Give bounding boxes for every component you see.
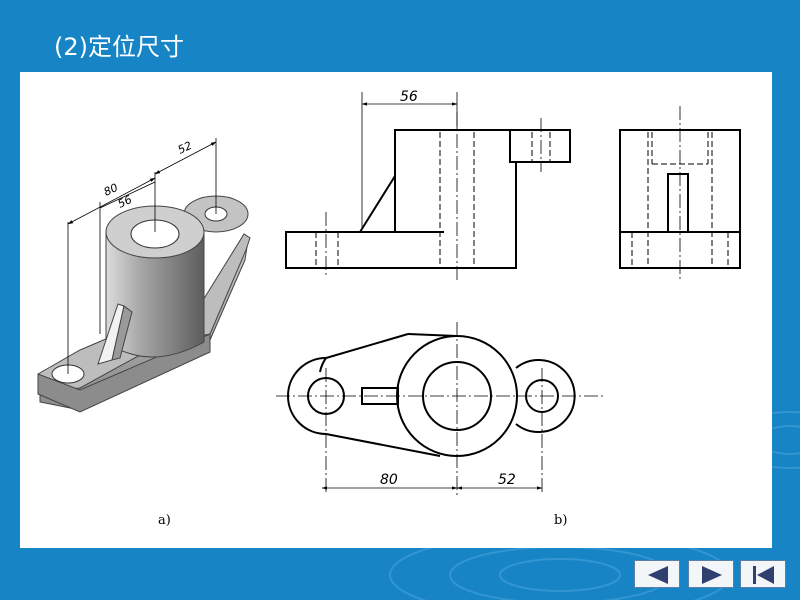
first-page-icon: [753, 566, 774, 584]
engineering-drawing: 80 56 52: [37, 89, 741, 528]
iso-dim-56: 56: [116, 193, 134, 211]
isometric-view: 80 56 52: [37, 138, 251, 413]
iso-dim-80: 80: [102, 181, 120, 199]
slide-title: (2)定位尺寸: [54, 33, 184, 61]
top-dim-80: 80: [380, 472, 398, 488]
caption-a: a): [158, 513, 171, 528]
triangle-left-icon: [648, 566, 668, 584]
top-dim-52: 52: [498, 472, 516, 488]
caption-b: b): [554, 513, 567, 528]
front-dim-56: 56: [400, 89, 418, 105]
top-view: [276, 322, 606, 496]
content-panel: 80 56 52: [20, 72, 772, 548]
next-slide-button[interactable]: [688, 560, 734, 588]
prev-slide-button[interactable]: [634, 560, 680, 588]
first-slide-button[interactable]: [740, 560, 786, 588]
iso-dim-52: 52: [176, 139, 194, 157]
side-view: [619, 106, 741, 282]
front-view: [285, 92, 571, 282]
triangle-right-icon: [702, 566, 722, 584]
